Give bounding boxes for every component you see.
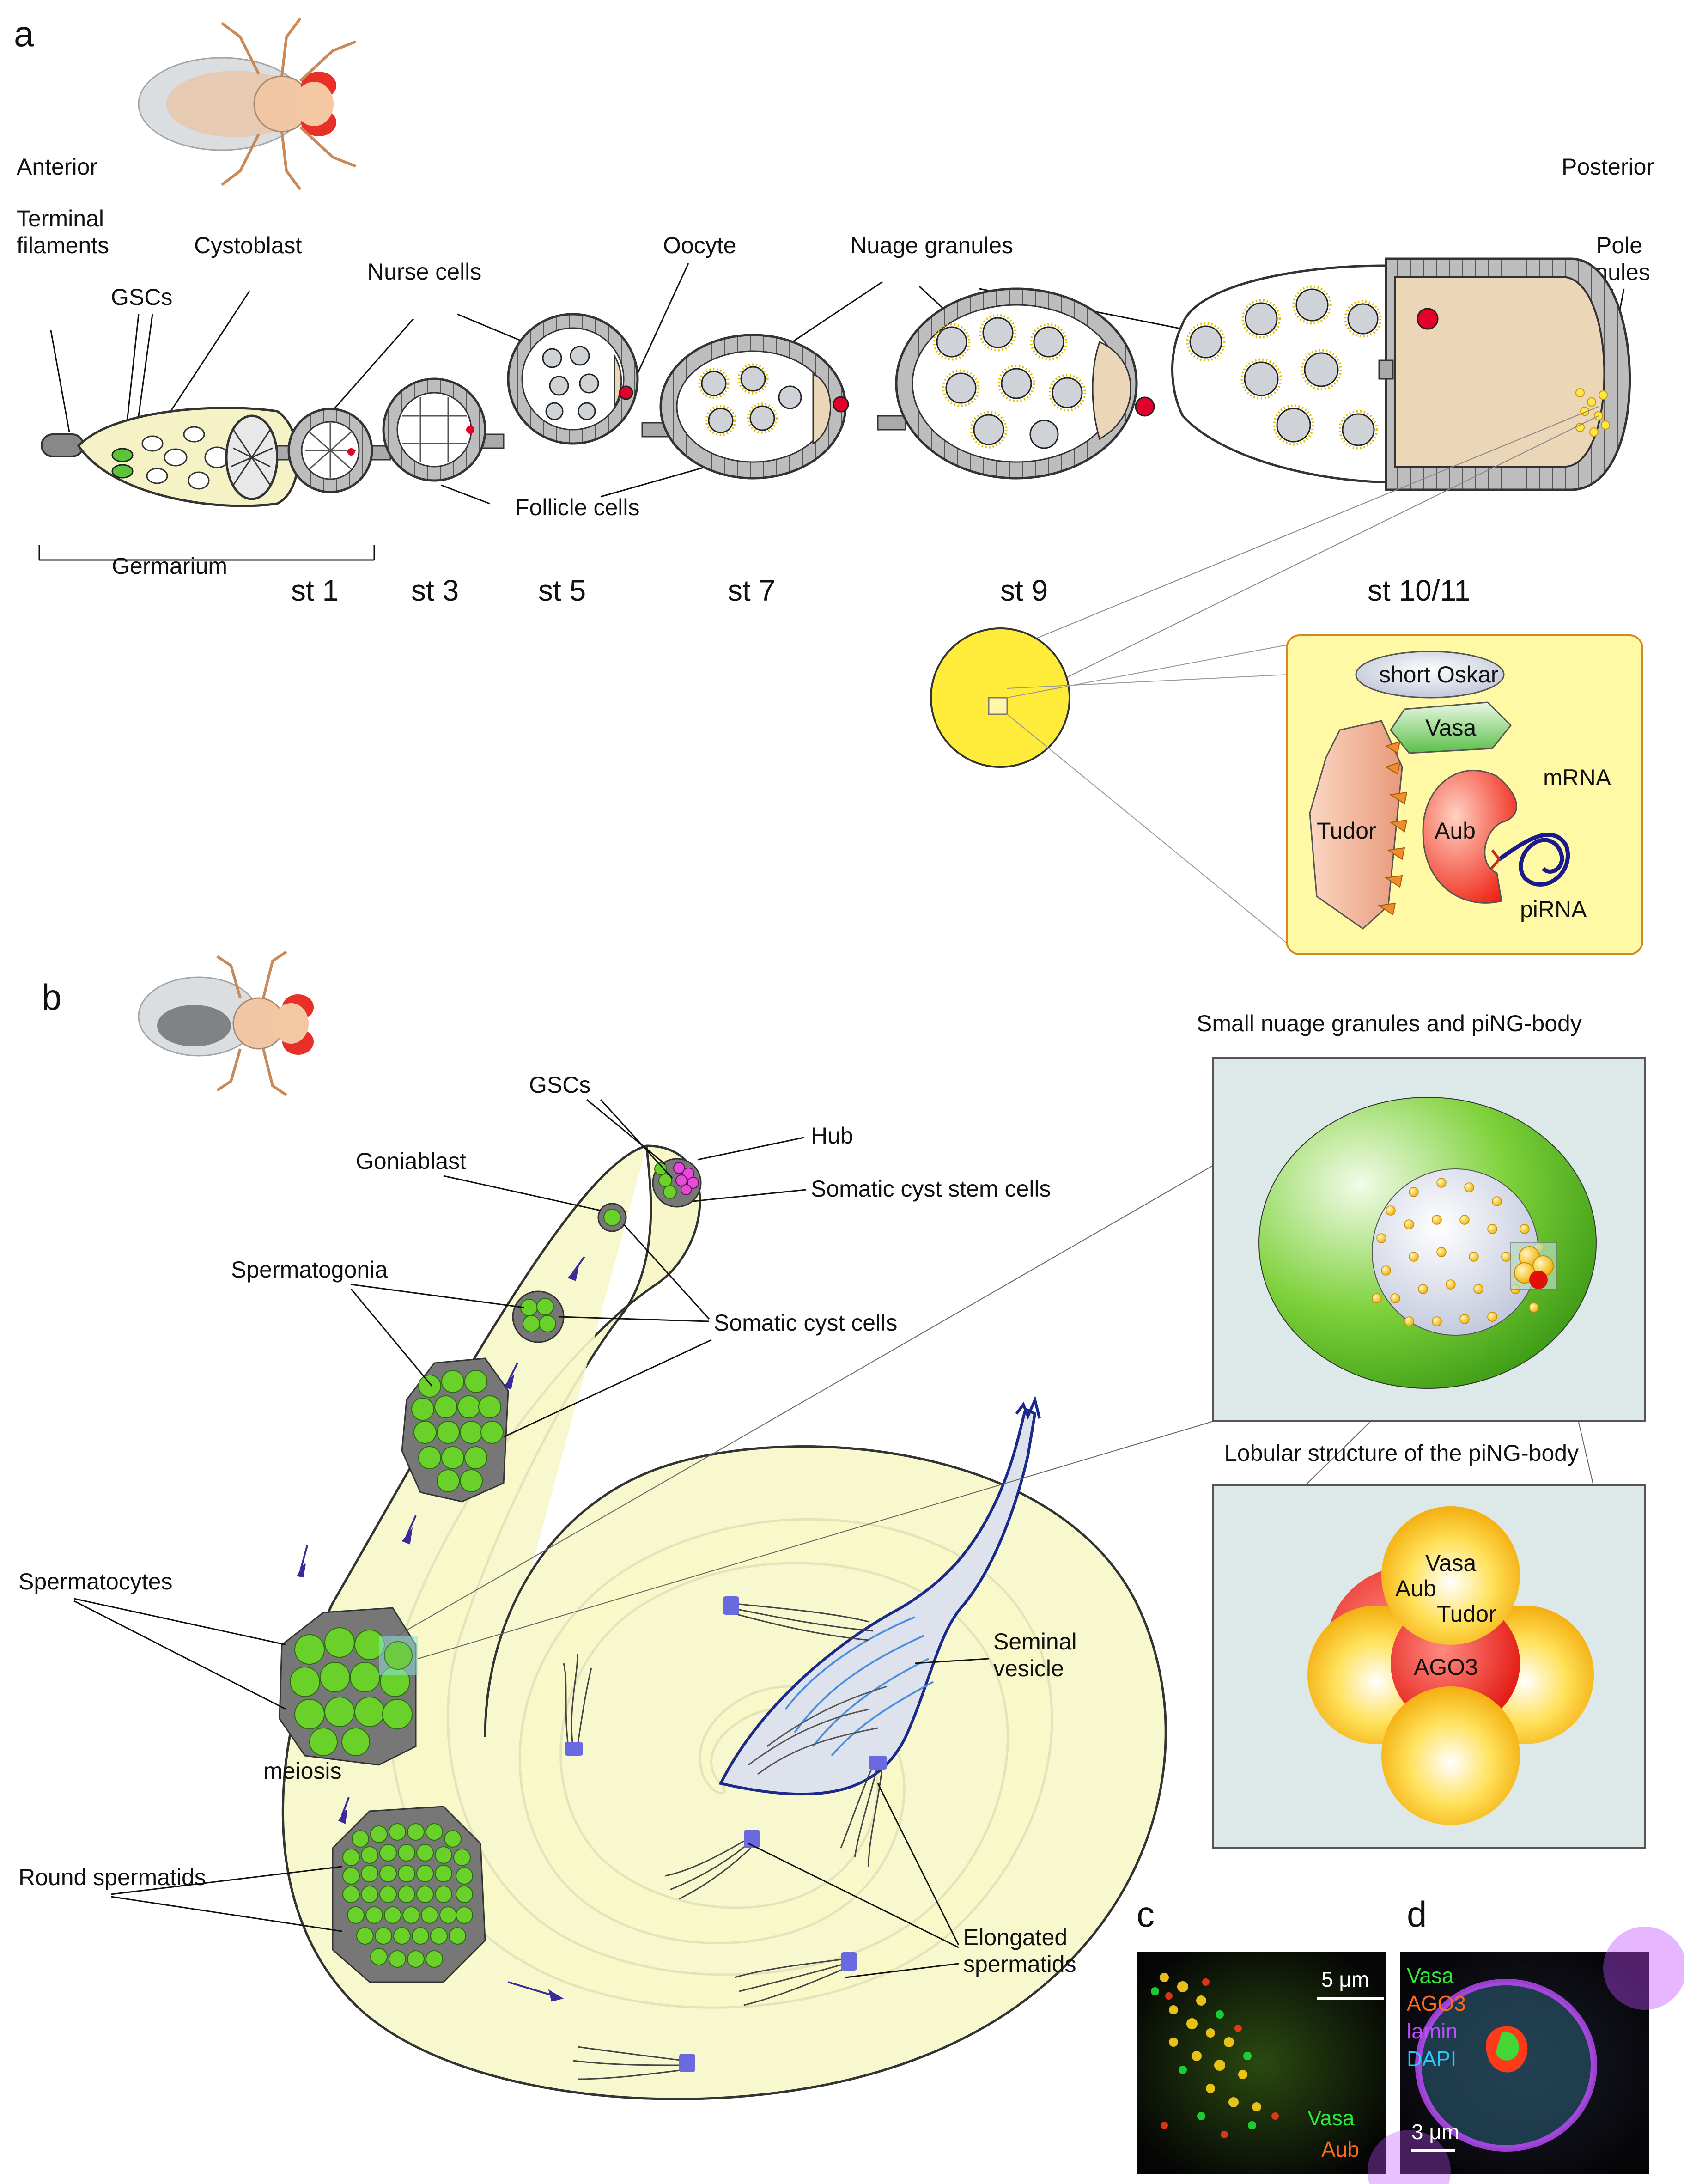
elongated-spermatids-label-2: spermatids [963, 1951, 1076, 1977]
round-spermatids-cyst [332, 1806, 486, 1983]
lobe-label-vasa: Vasa [1425, 1550, 1476, 1576]
panel-d-letter: d [1407, 1894, 1427, 1935]
hub-label: Hub [811, 1123, 853, 1149]
seminal-vesicle [718, 1395, 1041, 1796]
oocyte-label: Oocyte [663, 232, 736, 258]
goniablast-cell [597, 1203, 627, 1232]
pirna-label: piRNA [1520, 896, 1587, 922]
spermatogonia-16-cyst [401, 1357, 509, 1503]
polar-granule-inset: short Oskar Vasa Tudor Aub mRNA piRNA [1286, 634, 1643, 955]
hub-cluster [652, 1158, 702, 1208]
seminal-vesicle-label-2: vesicle [993, 1655, 1064, 1681]
channel-label-ago3-d: AGO3 [1407, 1991, 1466, 2015]
terminal-filaments-label-2: filaments [17, 232, 109, 258]
short-oskar-label: short Oskar [1379, 662, 1498, 687]
panel-b-letter: b [42, 977, 61, 1017]
somatic-cyst-cells-label: Somatic cyst cells [714, 1310, 897, 1336]
channel-label-vasa-c: Vasa [1307, 2106, 1355, 2130]
piNG-body-lobes-box: Vasa Aub Tudor AGO3 [1212, 1484, 1646, 1849]
gscs-label-b: GSCs [529, 1072, 590, 1098]
micrograph-d: 3 μm Vasa AGO3 lamin DAPI [1368, 1927, 1684, 2184]
spermatogonia-cyst [512, 1290, 565, 1343]
round-spermatids-label: Round spermatids [18, 1864, 206, 1890]
mrna-label: mRNA [1543, 765, 1611, 791]
channel-label-aub-c: Aub [1321, 2137, 1359, 2161]
terminal-filaments-label-1: Terminal [17, 206, 104, 231]
stage-label-10-11: st 10/11 [1368, 574, 1471, 607]
tudor-label: Tudor [1317, 818, 1376, 844]
anterior-label: Anterior [17, 154, 97, 180]
germarium-label: Germarium [112, 553, 227, 579]
lobe-label-ago3: AGO3 [1414, 1654, 1478, 1680]
seminal-vesicle-label-1: Seminal [993, 1629, 1077, 1655]
differentiation-arrows [296, 1256, 585, 2002]
pole-plasm-zoom [930, 406, 1599, 945]
stage-label-7: st 7 [728, 574, 775, 607]
scale-bar-c: 5 μm [1321, 1967, 1369, 1991]
scale-bar-d: 3 μm [1411, 2120, 1459, 2144]
stage-label-1: st 1 [291, 574, 339, 607]
somatic-cyst-stem-cells-label: Somatic cyst stem cells [811, 1176, 1051, 1202]
stage-label-9: st 9 [1000, 574, 1048, 607]
stage-label-3: st 3 [411, 574, 459, 607]
panel-c-letter: c [1137, 1894, 1155, 1935]
nurse-cells [542, 288, 1379, 449]
fly-male-icon [138, 950, 314, 1096]
cystoblast-label: Cystoblast [194, 232, 302, 258]
stage-label-5: st 5 [538, 574, 586, 607]
lobe-label-tudor: Tudor [1437, 1601, 1496, 1627]
meiosis-label: meiosis [263, 1758, 341, 1784]
lobe-label-aub: Aub [1395, 1576, 1436, 1601]
ovariole [41, 257, 1631, 507]
channel-label-vasa-d: Vasa [1407, 1964, 1454, 1988]
box2-title: Lobular structure of the piNG-body [1224, 1440, 1579, 1466]
nuage-granule-rings [698, 285, 1382, 450]
spermatogonia-label: Spermatogonia [231, 1257, 388, 1283]
vasa-label-inset: Vasa [1425, 715, 1476, 741]
panel-a-letter: a [14, 13, 34, 54]
box1-title: Small nuage granules and piNG-body [1197, 1010, 1582, 1036]
pole-granules-label-1: Pole [1596, 232, 1642, 258]
panel-b-leader-lines [73, 1099, 989, 1978]
micrograph-c: 5 μm Vasa Aub [1137, 1952, 1386, 2174]
posterior-label: Posterior [1562, 154, 1654, 180]
follicle-cells-label: Follicle cells [515, 494, 640, 520]
channel-label-dapi-d: DAPI [1407, 2047, 1456, 2071]
nuage-granules-label: Nuage granules [850, 232, 1013, 258]
nuage-piNG-box [1212, 1057, 1646, 1422]
channel-label-lamin-d: lamin [1407, 2019, 1458, 2043]
fly-female-icon [138, 18, 357, 190]
nurse-cells-label: Nurse cells [367, 259, 481, 285]
goniablast-label: Goniablast [356, 1148, 466, 1174]
elongated-spermatid-bundles [563, 1602, 883, 2080]
aub-label-inset: Aub [1435, 818, 1476, 844]
elongated-spermatids-label-1: Elongated [963, 1924, 1067, 1950]
spermatocytes-label: Spermatocytes [18, 1569, 172, 1594]
spermatid-heads [565, 1596, 887, 2072]
spermatocytes-cyst [279, 1607, 418, 1766]
gscs-label-a: GSCs [111, 284, 172, 310]
